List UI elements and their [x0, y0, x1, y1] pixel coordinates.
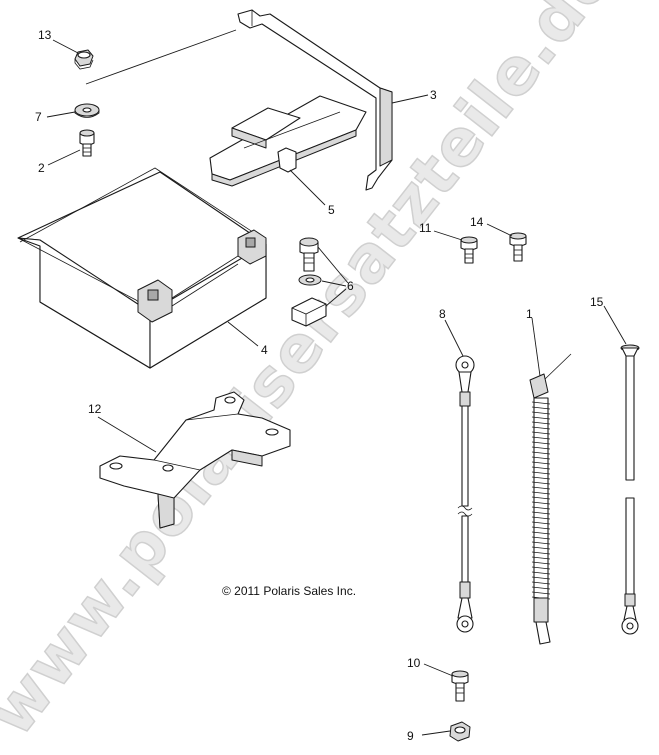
part-15-rod [620, 344, 640, 635]
corrugation-rib [531, 566, 551, 570]
part-2-bolt [79, 129, 95, 157]
corrugation-rib [531, 511, 551, 515]
corrugation-rib [531, 431, 551, 435]
corrugation-rib [531, 591, 551, 595]
corrugation-rib [531, 556, 551, 560]
callout-8: 8 [439, 307, 446, 321]
corrugation-rib [531, 476, 551, 480]
part-8-cable [455, 355, 475, 633]
callout-6: 6 [347, 279, 354, 293]
corrugation-rib [531, 426, 551, 430]
part-14-screw [509, 232, 527, 262]
copyright-text: © 2011 Polaris Sales Inc. [222, 584, 356, 598]
part-5-bracket [209, 95, 367, 187]
corrugation-rib [531, 521, 551, 525]
corrugation-rib [531, 416, 551, 420]
part-6-hardware [291, 237, 327, 327]
corrugation-rib [531, 526, 551, 530]
corrugation-rib [531, 401, 551, 405]
callout-12: 12 [88, 402, 102, 416]
corrugation-lines [531, 401, 551, 600]
corrugation-rib [531, 441, 551, 445]
corrugation-rib [531, 471, 551, 475]
part-7-washer [74, 103, 100, 118]
callout-1: 1 [526, 307, 533, 321]
callout-5: 5 [328, 203, 335, 217]
corrugation-rib [531, 486, 551, 490]
corrugation-rib [531, 586, 551, 590]
corrugation-rib [531, 446, 551, 450]
callout-15: 15 [590, 295, 604, 309]
callout-2: 2 [38, 161, 45, 175]
part-1-corrugated-cable [529, 353, 572, 645]
corrugation-rib [531, 406, 551, 410]
part-13-nut [74, 49, 94, 70]
corrugation-rib [531, 561, 551, 565]
callout-10: 10 [407, 656, 421, 670]
part-3-strap [85, 9, 393, 191]
corrugation-rib [531, 481, 551, 485]
corrugation-rib [531, 436, 551, 440]
callout-11: 11 [419, 221, 432, 235]
corrugation-rib [531, 551, 551, 555]
callout-3: 3 [430, 88, 437, 102]
corrugation-rib [531, 531, 551, 535]
callout-14: 14 [470, 215, 484, 229]
part-11-screw [460, 236, 478, 264]
part-10-screw [451, 670, 469, 702]
corrugation-rib [531, 506, 551, 510]
corrugation-rib [531, 576, 551, 580]
corrugation-rib [531, 421, 551, 425]
corrugation-rib [531, 451, 551, 455]
part-9-nut [449, 721, 471, 742]
part-4-battery [17, 167, 267, 369]
corrugation-rib [531, 501, 551, 505]
callout-13: 13 [38, 28, 52, 42]
corrugation-rib [531, 496, 551, 500]
callout-9: 9 [407, 729, 414, 743]
corrugation-rib [531, 581, 551, 585]
corrugation-rib [531, 516, 551, 520]
corrugation-rib [531, 541, 551, 545]
corrugation-rib [531, 411, 551, 415]
callout-4: 4 [261, 343, 268, 357]
corrugation-rib [531, 461, 551, 465]
corrugation-rib [531, 546, 551, 550]
corrugation-rib [531, 536, 551, 540]
corrugation-rib [531, 466, 551, 470]
corrugation-rib [531, 456, 551, 460]
callout-7: 7 [35, 110, 42, 124]
part-12-tray [99, 391, 291, 529]
corrugation-rib [531, 491, 551, 495]
corrugation-rib [531, 571, 551, 575]
